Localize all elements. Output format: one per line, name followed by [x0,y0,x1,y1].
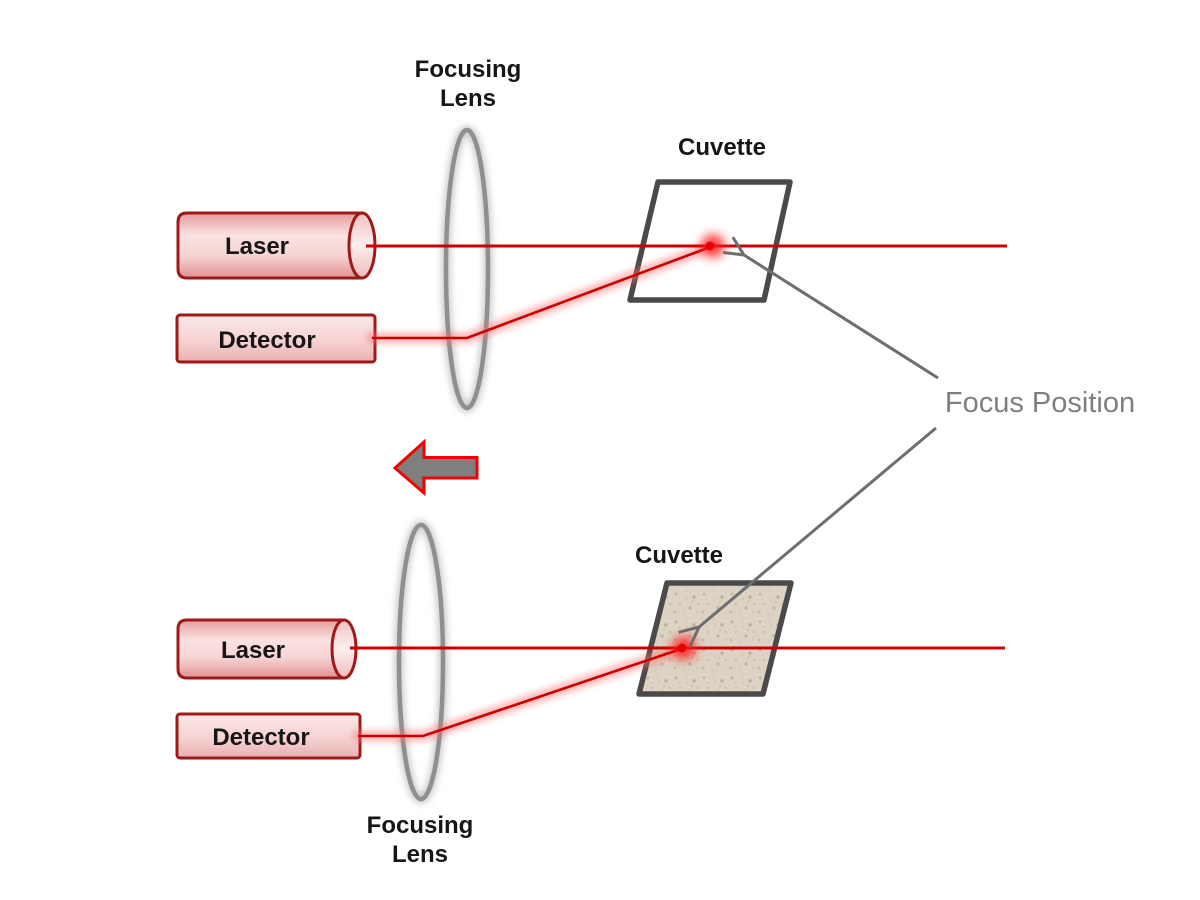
laser-body-bottom [176,618,346,680]
detector-beam-glow-bottom [352,642,690,742]
top-diagram: Laser Detector Focusing Lens Cuvette [175,56,1012,413]
labels-bottom: Cuvette Focusing Lens [367,542,723,868]
cuvette-bottom [636,580,794,697]
labels-top: Focusing Lens Cuvette [415,56,766,161]
detector-device-top: Detector [175,313,377,364]
focus-spot-core-top [705,241,715,251]
cuvette-label-bottom: Cuvette [635,542,723,569]
lens-label-bottom-line2: Lens [392,841,448,868]
focus-spot-core-bottom [677,643,687,653]
beams-top [361,234,1012,344]
detector-label-top: Detector [218,327,315,354]
detector-beam-bottom [358,646,685,738]
lens-label-top-line2: Lens [440,85,496,112]
focusing-lens-bottom [396,522,446,802]
focus-position-label: Focus Position [945,387,1135,419]
detector-label-bottom: Detector [212,724,309,751]
laser-label-bottom: Laser [221,637,285,664]
bottom-diagram: Laser Detector Cuvette Focusing Lens [175,520,1010,868]
laser-label-top: Laser [225,233,289,260]
focus-pointer-arrow-bottom-icon [699,426,937,627]
detector-device-bottom: Detector [175,712,362,760]
detector-beam-top [372,244,714,340]
laser-device-bottom: Laser [176,618,358,680]
cuvette-label-top: Cuvette [678,134,766,161]
focus-pointer-arrow-top-icon [744,255,939,380]
beams-bottom [345,636,1010,742]
lens-label-bottom-line1: Focusing [367,812,474,839]
focusing-lens-top [443,127,491,411]
lens-label-top-line1: Focusing [415,56,522,83]
move-lens-left-block-arrow-icon [392,438,479,497]
focus-position-annotation: Focus Position [699,255,1135,627]
laser-body-top [176,211,364,280]
laser-device-top: Laser [176,211,377,280]
